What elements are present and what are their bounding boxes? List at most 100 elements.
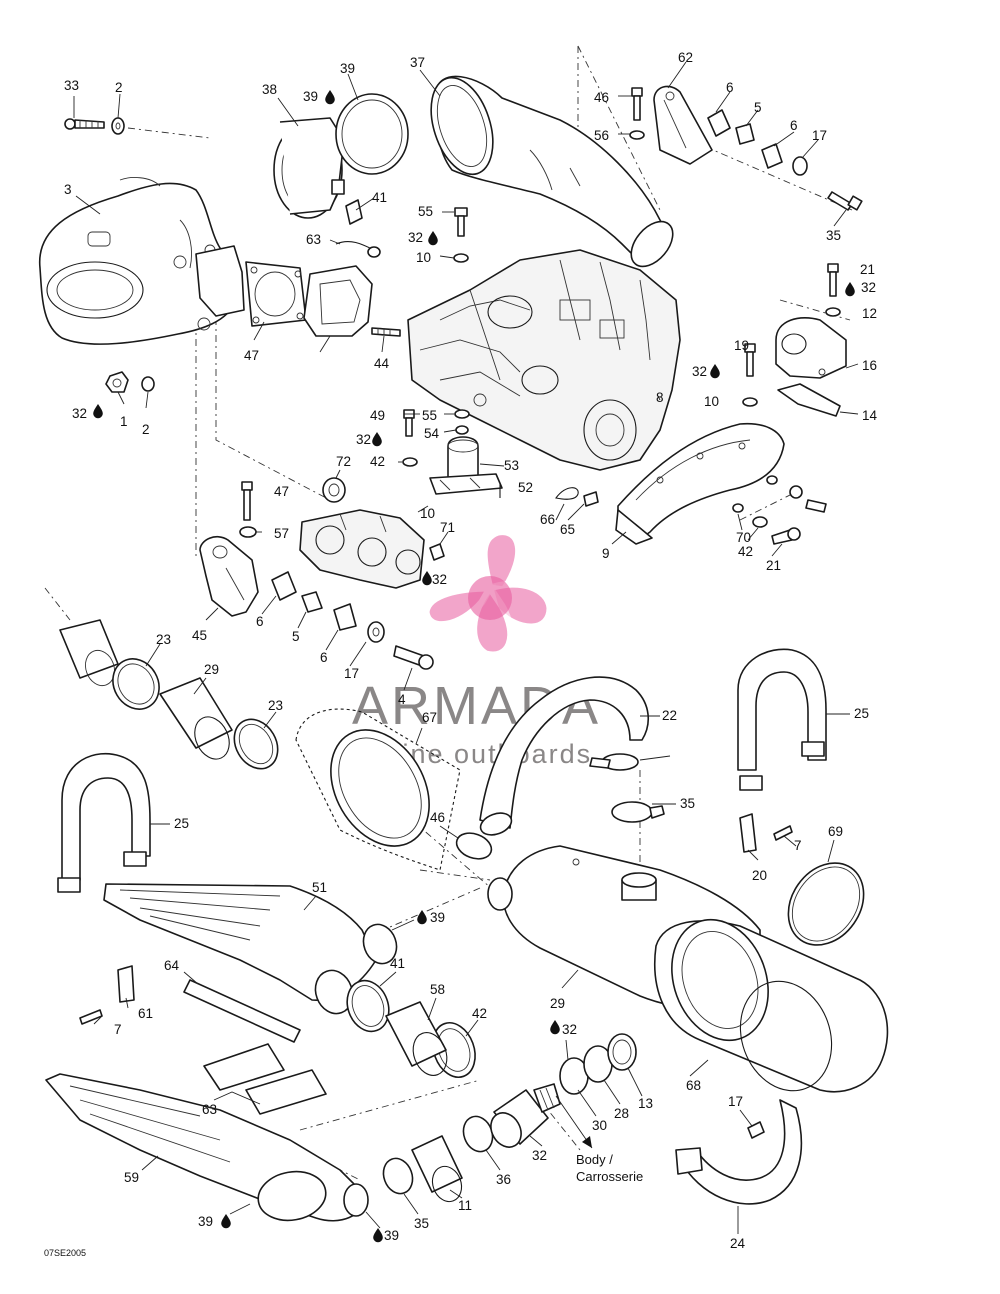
callout: 51 — [312, 880, 327, 895]
callout: 2 — [142, 422, 150, 437]
part-21-bolt — [771, 527, 801, 545]
callout: 68 — [686, 1078, 701, 1093]
part-64-clip — [555, 487, 579, 500]
callout: 57 — [274, 526, 289, 541]
callout: 4 — [398, 692, 406, 707]
callout: 8 — [656, 390, 664, 405]
drop-icon — [710, 364, 720, 379]
callout: 29 — [550, 996, 565, 1011]
part-57-exhaust-hose — [45, 1073, 369, 1222]
part-62-pad — [183, 979, 301, 1043]
callout: 42 — [370, 454, 385, 469]
callout: 32 — [532, 1148, 547, 1163]
part-35-clamp-lower — [382, 1115, 494, 1195]
callout: 3 — [64, 182, 72, 197]
callout: 69 — [828, 824, 843, 839]
drop-icon — [373, 1228, 383, 1243]
callout: 6 — [790, 118, 798, 133]
leader-lines — [73, 61, 859, 1234]
lubricant-drop-icons — [93, 90, 855, 1243]
part-60-bracket — [117, 965, 135, 1003]
part-68-bolt-set — [732, 475, 827, 513]
callout: 17 — [728, 1094, 743, 1109]
callout: 11 — [458, 1198, 472, 1213]
part-5b-spacer — [301, 591, 323, 613]
callout: 42 — [738, 544, 753, 559]
part-9-heat-shield — [615, 422, 785, 545]
part-8-engine — [407, 249, 681, 471]
callout: 25 — [174, 816, 189, 831]
callout: 22 — [662, 708, 677, 723]
part-13-nut — [607, 1033, 637, 1071]
callout: 14 — [862, 408, 878, 423]
callout: 39 — [384, 1228, 399, 1243]
callout: 55 — [418, 204, 433, 219]
callout: 10 — [704, 394, 719, 409]
part-51-engine-mount — [429, 436, 503, 495]
callout: 23 — [268, 698, 283, 713]
callout: 6 — [726, 80, 734, 95]
part-29-sleeve — [159, 677, 233, 760]
callout: 53 — [504, 458, 519, 473]
part-11-sleeve — [411, 1135, 463, 1203]
callout: 32 — [432, 572, 447, 587]
propeller-icon — [422, 528, 554, 659]
part-45-bracket — [199, 535, 259, 617]
callout: 72 — [336, 454, 351, 469]
part-34-bolt — [827, 191, 863, 211]
part-61-pads — [203, 1043, 327, 1115]
drop-icon — [428, 231, 438, 246]
callout: 7 — [114, 1022, 122, 1037]
callout: 32 — [692, 364, 707, 379]
part-43-stud — [371, 327, 401, 337]
part-69-fitting — [429, 543, 445, 561]
callout: 39 — [198, 1214, 213, 1229]
part-46-bolt — [631, 87, 643, 121]
callout: 9 — [602, 546, 610, 561]
part-24-strap — [675, 1099, 803, 1205]
part-25-strap-right — [737, 648, 827, 791]
part-55b-washer — [239, 526, 257, 538]
callout: 62 — [678, 50, 693, 65]
part-70-bushing — [322, 477, 346, 503]
callout: 28 — [614, 1106, 629, 1121]
part-40-sleeve — [345, 199, 363, 225]
callout: 63 — [202, 1102, 217, 1117]
callout: 65 — [560, 522, 575, 537]
body-arrow — [555, 1095, 593, 1149]
part-56-sleeve — [385, 1001, 448, 1076]
part-6b-bushing — [271, 571, 357, 631]
callout: 56 — [594, 128, 609, 143]
part-63-screw — [583, 491, 599, 507]
callout: 12 — [862, 306, 877, 321]
callout: 19 — [734, 338, 749, 353]
part-20-bracket — [739, 813, 757, 853]
part-18-bolt — [742, 343, 758, 407]
callout: 21 — [860, 262, 875, 277]
callout: 71 — [440, 520, 455, 535]
callout: 5 — [292, 629, 300, 644]
part-31-outlet-fitting — [490, 1083, 561, 1148]
callout: 25 — [854, 706, 869, 721]
callout: 33 — [64, 78, 79, 93]
part-4-bolt — [393, 645, 434, 670]
part-17-washer — [792, 156, 808, 176]
callout: 17 — [812, 128, 827, 143]
callout: 32 — [861, 280, 876, 295]
part-52-spacer — [455, 425, 469, 435]
callout: 36 — [496, 1172, 511, 1187]
callout: 41 — [390, 956, 405, 971]
drop-icon — [422, 571, 432, 586]
callout: 61 — [138, 1006, 153, 1021]
callout: 46 — [430, 810, 445, 825]
part-23-clamp — [112, 658, 279, 770]
drop-icon — [325, 90, 335, 105]
callout: 16 — [862, 358, 877, 373]
callout: 32 — [562, 1022, 577, 1037]
callout: 29 — [204, 662, 219, 677]
callout: 63 — [306, 232, 321, 247]
drop-icon — [372, 432, 382, 447]
callout: 17 — [344, 666, 359, 681]
part-callouts: 33 2 3 38 39 39 37 41 63 47 44 62 46 56 … — [64, 50, 878, 1251]
